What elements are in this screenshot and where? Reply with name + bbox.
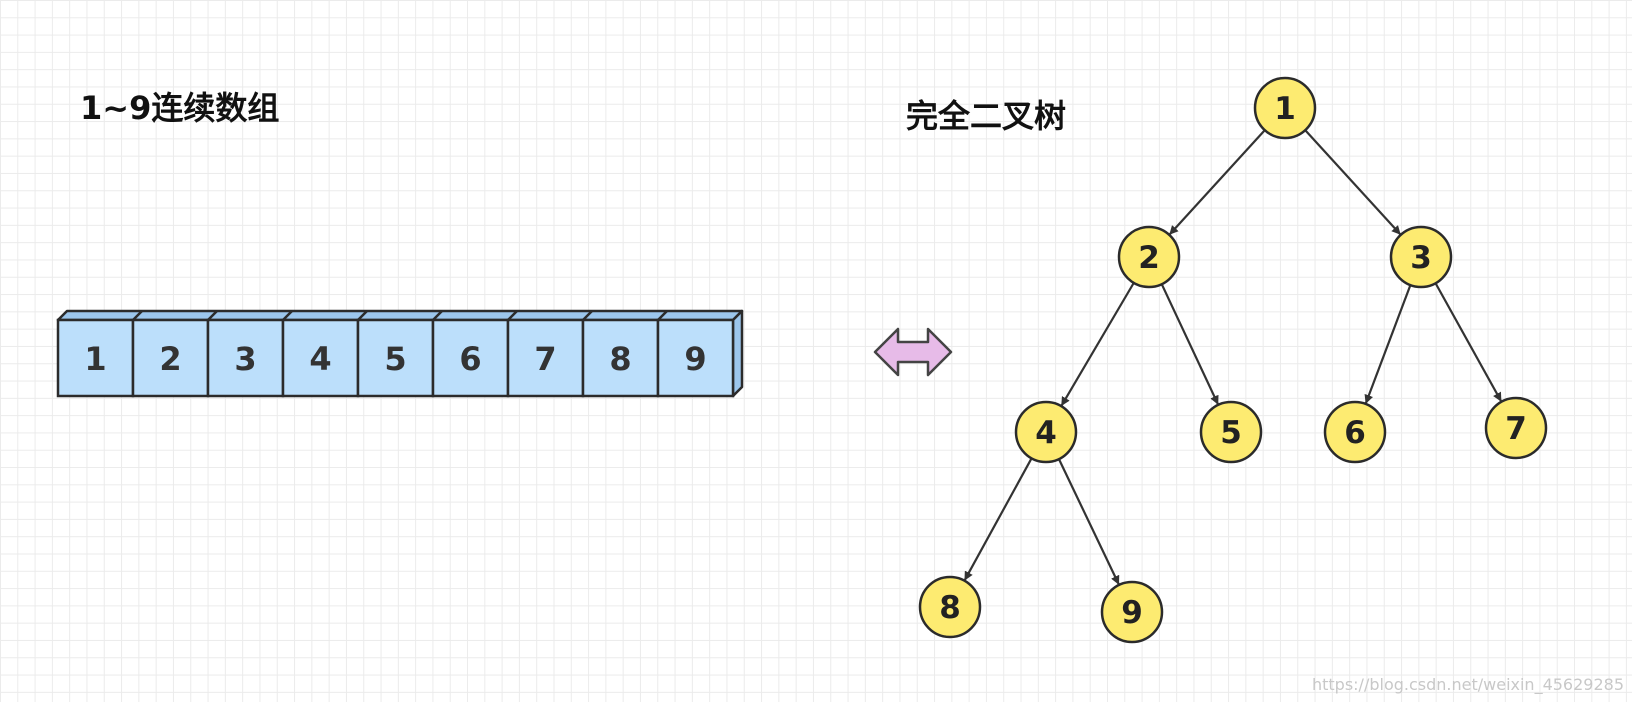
array-cell-label: 2 xyxy=(159,340,181,378)
tree-node-circle xyxy=(1100,580,1164,644)
array-cell-box xyxy=(506,318,585,398)
tree-edge xyxy=(1304,129,1401,235)
tree-edge xyxy=(1060,282,1135,407)
array-cell: 6 xyxy=(431,310,510,398)
array-cell: 2 xyxy=(131,310,210,398)
tree-node-label: 5 xyxy=(1220,415,1242,451)
tree-node-circle xyxy=(1014,400,1078,464)
tree-edge xyxy=(1434,283,1502,402)
array-cell-divider xyxy=(657,310,668,321)
array-cell-label: 9 xyxy=(684,340,706,378)
tree-node-label: 9 xyxy=(1121,595,1143,631)
array-cell-divider xyxy=(432,310,443,321)
tree-edge xyxy=(963,458,1033,581)
tree-node: 4 xyxy=(1014,400,1078,464)
array-cell-box xyxy=(656,318,735,398)
array-cell-box xyxy=(56,318,135,398)
array-cell-box xyxy=(356,318,435,398)
array-cell-divider xyxy=(357,310,368,321)
tree-nodes: 1 2 3 4 5 6 7 8 9 xyxy=(918,76,1548,644)
tree-node-label: 4 xyxy=(1035,415,1057,451)
tree-node-circle xyxy=(1389,225,1453,289)
tree-node-label: 7 xyxy=(1505,411,1527,447)
tree-node-label: 2 xyxy=(1138,240,1160,276)
array-cell-box xyxy=(431,318,510,398)
tree-node-circle xyxy=(1323,400,1387,464)
array-cell-box xyxy=(581,318,660,398)
double-arrow-icon xyxy=(873,327,953,377)
tree-node: 7 xyxy=(1484,396,1548,460)
array-cell-divider xyxy=(507,310,518,321)
tree-node-circle xyxy=(1484,396,1548,460)
array-side-face xyxy=(731,309,744,398)
tree-edge xyxy=(1160,284,1219,405)
array-cell: 9 xyxy=(656,310,735,398)
tree-node-label: 8 xyxy=(939,590,961,626)
array-cell: 7 xyxy=(506,310,585,398)
array-cell-divider xyxy=(207,310,218,321)
tree-node: 3 xyxy=(1389,225,1453,289)
array-cell-label: 4 xyxy=(309,340,331,378)
watermark: https://blog.csdn.net/weixin_45629285 xyxy=(1312,675,1624,695)
tree-node: 9 xyxy=(1100,580,1164,644)
tree-node: 2 xyxy=(1117,225,1181,289)
tree-node-label: 6 xyxy=(1344,415,1366,451)
array-cell: 3 xyxy=(206,310,285,398)
tree-node-circle xyxy=(1117,225,1181,289)
tree-node-circle xyxy=(1199,400,1263,464)
tree-node: 6 xyxy=(1323,400,1387,464)
array-cell-divider xyxy=(132,310,143,321)
array-cell-box xyxy=(206,318,285,398)
array-cell-label: 3 xyxy=(234,340,256,378)
tree-title: 完全二叉树 xyxy=(906,97,1066,135)
array-cell-label: 5 xyxy=(384,340,406,378)
array-cell: 8 xyxy=(581,310,660,398)
tree-edge xyxy=(1058,459,1120,585)
tree-node-label: 1 xyxy=(1274,91,1296,127)
array-title: 1~9连续数组 xyxy=(80,89,279,127)
array-cell-label: 6 xyxy=(459,340,481,378)
tree-node-circle xyxy=(918,575,982,639)
array-cell-divider xyxy=(282,310,293,321)
tree-node-label: 3 xyxy=(1410,240,1432,276)
array-cell-label: 7 xyxy=(534,340,556,378)
array-cell-label: 8 xyxy=(609,340,631,378)
array-cell-box xyxy=(281,318,360,398)
tree-edge xyxy=(1364,285,1412,404)
tree-node-circle xyxy=(1253,76,1317,140)
array-cell: 1 xyxy=(56,318,135,398)
tree-node: 1 xyxy=(1253,76,1317,140)
array-cell-box xyxy=(131,318,210,398)
array: 1 2 3 4 5 6 7 8 9 xyxy=(56,309,744,398)
tree-edge xyxy=(1169,129,1266,235)
array-cell-label: 1 xyxy=(84,340,106,378)
tree-node: 5 xyxy=(1199,400,1263,464)
array-cell-divider xyxy=(582,310,593,321)
array-cell: 5 xyxy=(356,310,435,398)
tree-edges xyxy=(963,129,1502,585)
array-top-face xyxy=(56,309,744,322)
array-cell: 4 xyxy=(281,310,360,398)
tree-node: 8 xyxy=(918,575,982,639)
